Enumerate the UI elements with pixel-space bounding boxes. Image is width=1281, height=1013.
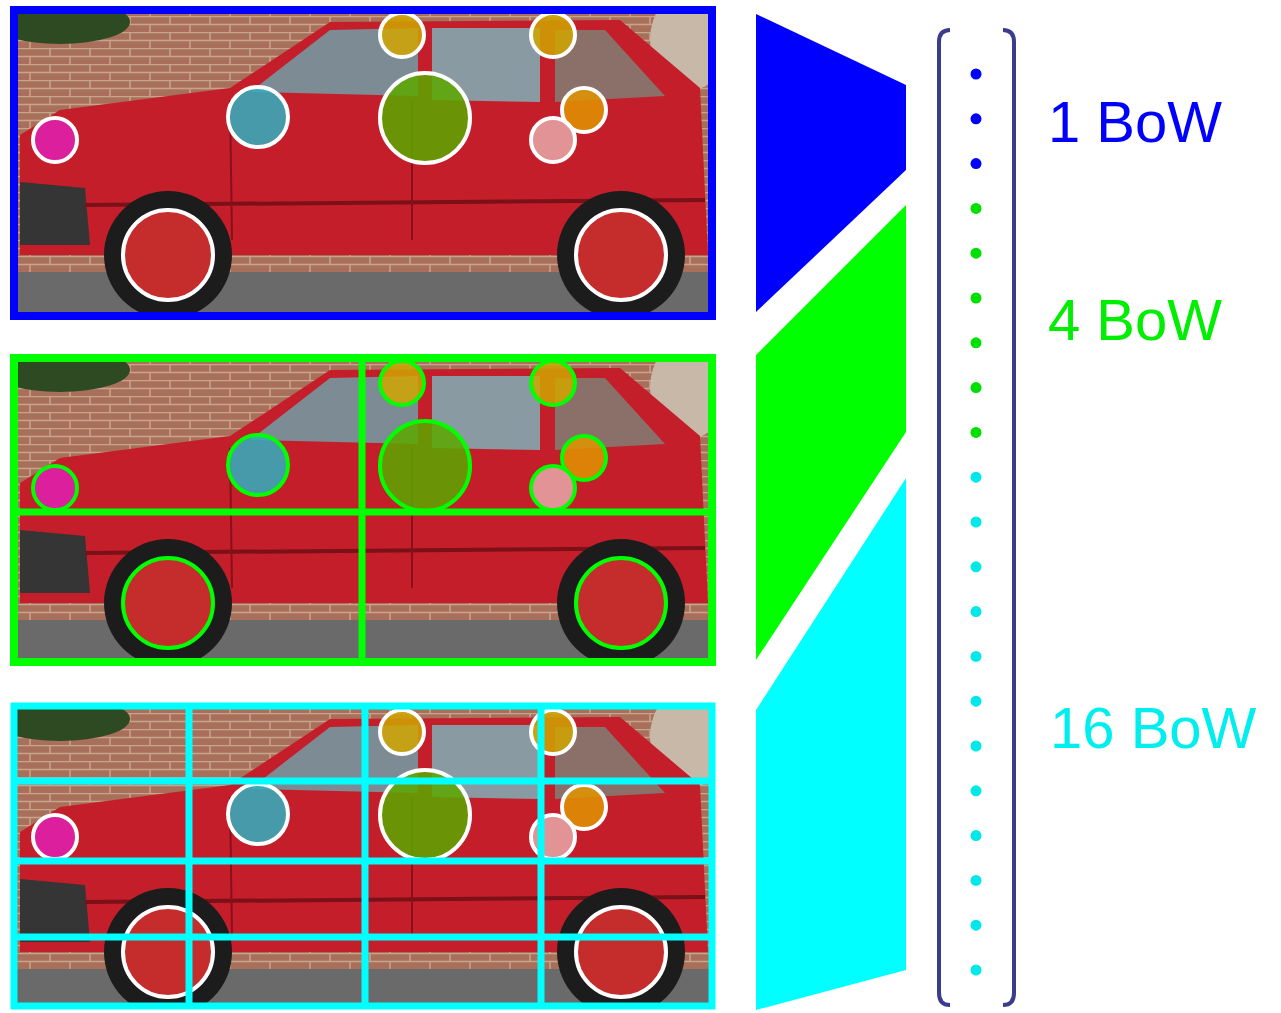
pyramid-level-label: 16 BoW bbox=[1050, 699, 1256, 757]
vector-dots bbox=[971, 69, 982, 976]
level0-frame bbox=[14, 10, 712, 316]
level2-grid bbox=[14, 706, 712, 1006]
car-image-level0 bbox=[14, 10, 712, 316]
pyramid-level-label: 1 BoW bbox=[1048, 93, 1222, 151]
pyramid-level-label: 4 BoW bbox=[1048, 291, 1222, 349]
car-image-level1 bbox=[14, 358, 712, 662]
vector-bracket bbox=[939, 30, 1014, 1005]
projection-wedge bbox=[756, 478, 906, 1010]
car-image-level2 bbox=[14, 706, 712, 1006]
level1-grid bbox=[14, 358, 712, 662]
